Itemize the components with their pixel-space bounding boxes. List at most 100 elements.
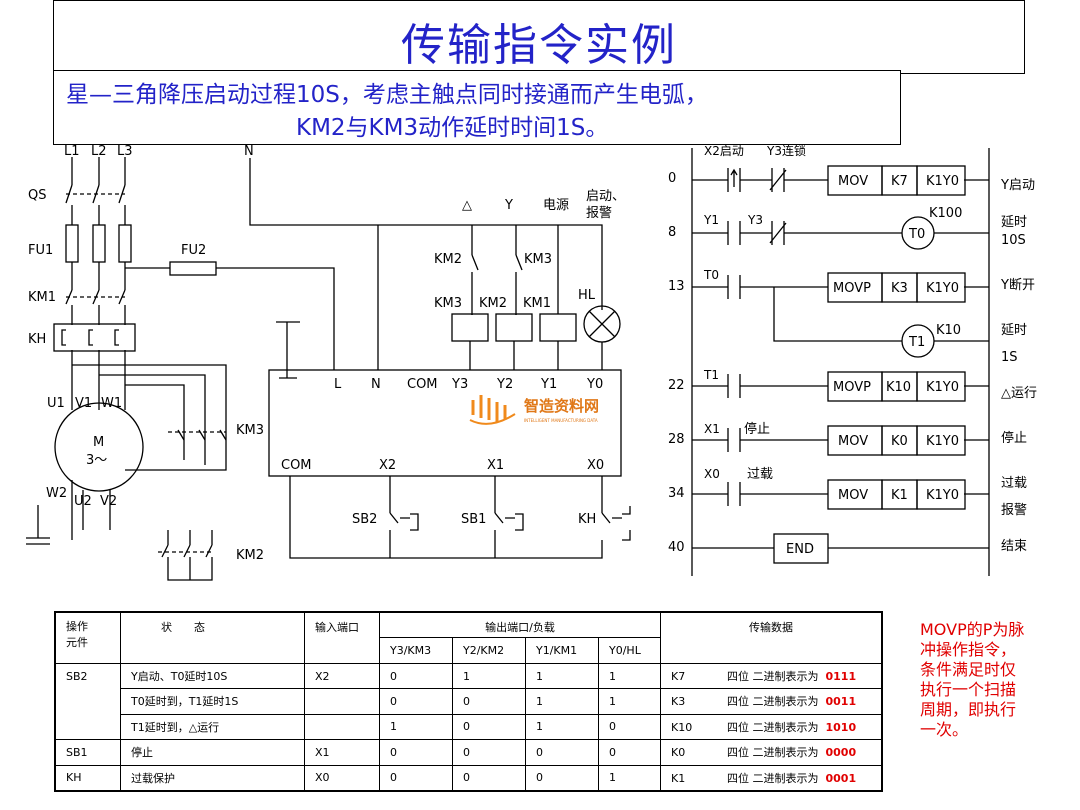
movp-note: MOVP的P为脉冲操作指令，条件满足时仅执行一个扫描周期，即执行一次。 bbox=[920, 620, 1025, 739]
cell-k: K3 bbox=[671, 695, 686, 709]
cell-bin-prefix: 四位 二进制表示为 bbox=[727, 746, 819, 760]
rung34-comment: 过载 bbox=[1001, 476, 1027, 491]
cell-bin: 0011 bbox=[825, 695, 857, 709]
cell-out: 1 bbox=[525, 713, 599, 741]
plc-x2-label: X2 bbox=[379, 458, 396, 473]
cell-k: K1 bbox=[671, 771, 686, 785]
cell-out: 1 bbox=[379, 713, 453, 741]
rung28-op2: K1Y0 bbox=[926, 434, 959, 449]
cell-state: 过载保护 bbox=[120, 764, 305, 792]
th-state: 状 态 bbox=[120, 611, 305, 664]
plc-y1-label: Y1 bbox=[540, 377, 557, 392]
cell-state: Y启动、T0延时10S bbox=[120, 662, 305, 690]
cell-out: 1 bbox=[525, 688, 599, 715]
cell-out: 1 bbox=[598, 764, 661, 792]
step-28: 28 bbox=[668, 432, 685, 447]
cell-k: K0 bbox=[671, 746, 686, 760]
rung0-contact1: X2启动 bbox=[704, 144, 744, 158]
step-34: 34 bbox=[668, 486, 685, 501]
rung13-comment3: 延时 bbox=[1001, 323, 1027, 338]
cell-out: 1 bbox=[525, 662, 599, 690]
km2-coil-label: KM2 bbox=[479, 296, 507, 311]
fu1-label: FU1 bbox=[28, 243, 53, 258]
ladder-diagram bbox=[691, 148, 990, 576]
rung8-contact1: Y1 bbox=[703, 213, 719, 227]
rung13-contact1: T0 bbox=[703, 268, 719, 282]
rung28-comment: 停止 bbox=[1001, 430, 1027, 446]
end-instr: END bbox=[786, 542, 814, 557]
cell-k: K7 bbox=[671, 670, 686, 684]
th-out-y2: Y2/KM2 bbox=[452, 637, 526, 664]
rung13-op1: K3 bbox=[891, 281, 908, 296]
cell-bin-prefix: 四位 二进制表示为 bbox=[727, 695, 819, 709]
rung13-timer-k: K10 bbox=[936, 323, 961, 338]
km2-contact-label: KM2 bbox=[434, 252, 462, 267]
cell-data: K3 四位 二进制表示为 0011 bbox=[660, 688, 883, 715]
km3-contact-label: KM3 bbox=[524, 252, 552, 267]
km1-coil-label: KM1 bbox=[523, 296, 551, 311]
km3-coil-label: KM3 bbox=[434, 296, 462, 311]
terminal-u1: U1 bbox=[47, 396, 65, 411]
rung8-timer-k: K100 bbox=[929, 206, 962, 221]
cell-out: 0 bbox=[525, 764, 599, 792]
cell-state: 停止 bbox=[120, 739, 305, 766]
phase-l1-label: L1 bbox=[64, 144, 80, 159]
th-out-y1: Y1/KM1 bbox=[525, 637, 599, 664]
sb1-label: SB1 bbox=[461, 512, 486, 527]
rung28-instr: MOV bbox=[838, 434, 868, 449]
kh-contact-label: KH bbox=[578, 512, 596, 527]
terminal-v2: V2 bbox=[100, 494, 117, 509]
phase-l2-label: L2 bbox=[91, 144, 107, 159]
cell-bin: 1010 bbox=[825, 720, 857, 734]
cell-element: SB2 bbox=[54, 662, 121, 741]
cell-out: 0 bbox=[379, 764, 453, 792]
phase-l3-label: L3 bbox=[117, 144, 133, 159]
cell-out: 0 bbox=[379, 688, 453, 715]
step-13: 13 bbox=[668, 279, 685, 294]
th-out-y3: Y3/KM3 bbox=[379, 637, 453, 664]
rung13-comment4: 1S bbox=[1001, 350, 1018, 365]
plc-y0-label: Y0 bbox=[586, 377, 603, 392]
plc-y3-label: Y3 bbox=[451, 377, 468, 392]
km3-label: KM3 bbox=[236, 423, 264, 438]
step-22: 22 bbox=[668, 378, 685, 393]
cell-out: 0 bbox=[452, 713, 526, 741]
terminal-w1: W1 bbox=[101, 396, 122, 411]
rung22-op1: K10 bbox=[886, 380, 911, 395]
qs-label: QS bbox=[28, 188, 46, 203]
neutral-label: N bbox=[244, 144, 254, 159]
cell-out: 1 bbox=[598, 662, 661, 690]
rung22-op2: K1Y0 bbox=[926, 380, 959, 395]
star-head: Y bbox=[504, 198, 513, 213]
operation-table: 操作 元件 状 态 输入端口 输出端口/负载 传输数据 Y3/KM3 Y2/KM… bbox=[54, 611, 883, 792]
rung8-comment: 延时 bbox=[1001, 215, 1027, 230]
step-0: 0 bbox=[668, 171, 676, 186]
rung8-comment2: 10S bbox=[1001, 233, 1026, 248]
cell-k: K10 bbox=[671, 720, 693, 734]
subtitle-line-2: KM2与KM3动作延时时间1S。 bbox=[296, 115, 609, 141]
cell-out: 0 bbox=[379, 739, 453, 766]
cell-element: SB1 bbox=[54, 739, 121, 766]
plc-n-label: N bbox=[371, 377, 381, 392]
cell-bin: 0000 bbox=[825, 746, 857, 760]
rung34-op1: K1 bbox=[891, 488, 908, 503]
rung0-instr: MOV bbox=[838, 174, 868, 189]
rung34-op2: K1Y0 bbox=[926, 488, 959, 503]
watermark-text: 智造资料网 bbox=[524, 397, 599, 415]
kh-label: KH bbox=[28, 332, 46, 347]
page-title: 传输指令实例 bbox=[401, 20, 677, 71]
rung0-comment: Y启动 bbox=[1000, 178, 1035, 193]
km1-label: KM1 bbox=[28, 290, 56, 305]
cell-input: X2 bbox=[304, 662, 380, 690]
subtitle-line-1: 星—三角降压启动过程10S，考虑主触点同时接通而产生电弧， bbox=[66, 82, 708, 108]
cell-input bbox=[304, 713, 380, 741]
cell-data: K0 四位 二进制表示为 0000 bbox=[660, 739, 883, 766]
delta-head: △ bbox=[462, 198, 472, 213]
hl-label: HL bbox=[578, 288, 596, 303]
sb2-label: SB2 bbox=[352, 512, 377, 527]
